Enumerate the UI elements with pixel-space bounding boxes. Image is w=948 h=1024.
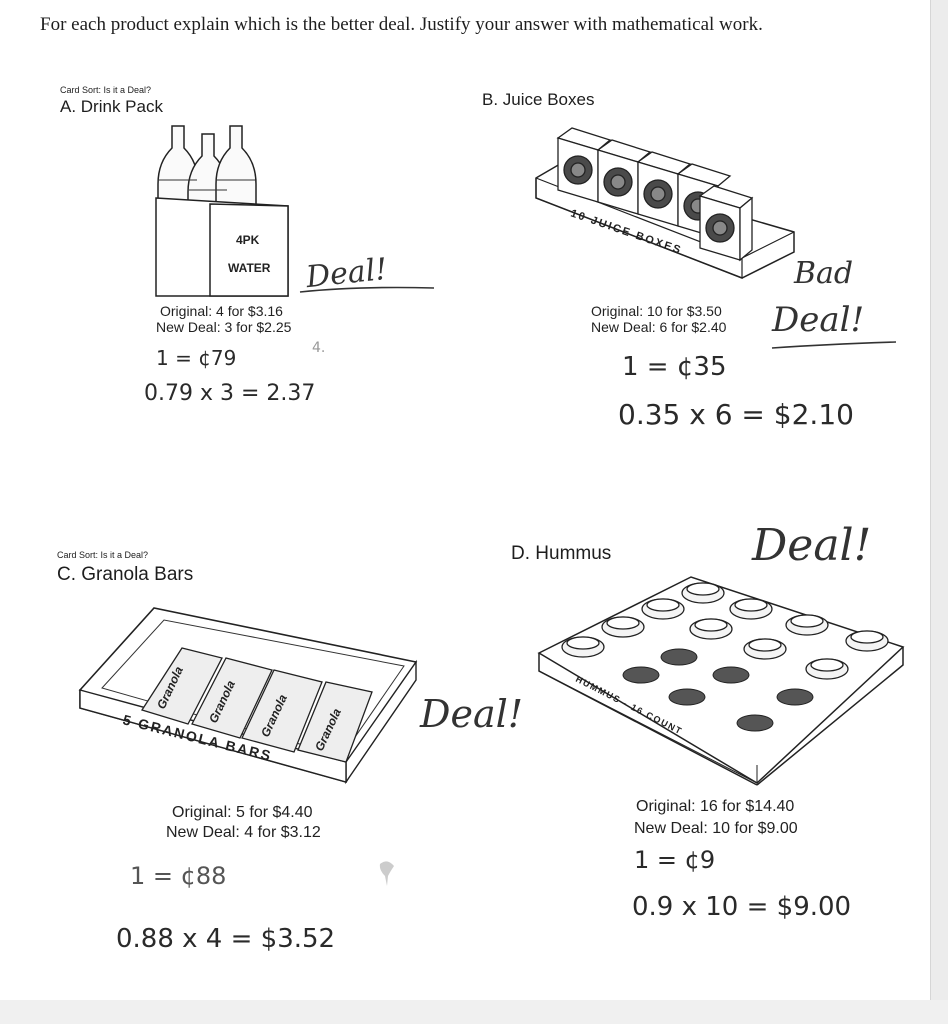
card-b-note-line2: Deal! xyxy=(772,300,865,340)
card-a-work-line2: 0.79 x 3 = 2.37 xyxy=(144,381,316,406)
card-b-note-line1: Bad xyxy=(794,256,854,291)
card-d-work-line1: 1 = ¢9 xyxy=(634,846,716,874)
box-label-line1: 4PK xyxy=(236,233,260,247)
page-edge xyxy=(930,0,948,1024)
juice-boxes-illustration: 10 JUICE BOXES xyxy=(535,127,795,279)
card-d-work-line2: 0.9 x 10 = $9.00 xyxy=(632,892,852,922)
card-b-work-line1: 1 = ¢35 xyxy=(622,352,727,382)
card-d-title: D. Hummus xyxy=(511,543,612,564)
card-a-title: A. Drink Pack xyxy=(60,97,163,116)
card-b-work-line2: 0.35 x 6 = $2.10 xyxy=(618,398,854,431)
card-a-note-underline xyxy=(299,286,435,293)
card-c-title: C. Granola Bars xyxy=(57,564,194,585)
page-bottom-edge xyxy=(0,1000,948,1024)
card-a-work-line1: 1 = ¢79 xyxy=(156,346,237,370)
box-label-line2: WATER xyxy=(228,261,271,275)
smudge-mark xyxy=(379,861,394,886)
instructions-text: For each product explain which is the be… xyxy=(40,14,763,35)
card-c-work-line1: 1 = ¢88 xyxy=(130,862,227,890)
card-c-new-deal: New Deal: 4 for $3.12 xyxy=(166,824,321,841)
card-d-new-deal: New Deal: 10 for $9.00 xyxy=(634,820,798,837)
card-c-original: Original: 5 for $4.40 xyxy=(172,804,313,821)
card-b-note-underline xyxy=(771,341,897,349)
card-c-work-line2: 0.88 x 4 = $3.52 xyxy=(116,924,336,954)
card-a-original: Original: 4 for $3.16 xyxy=(160,303,283,319)
card-b-new-deal: New Deal: 6 for $2.40 xyxy=(591,319,727,335)
card-c-deal-note: Deal! xyxy=(420,692,524,736)
card-a-new-deal: New Deal: 3 for $2.25 xyxy=(156,319,292,335)
card-c-sort-label: Card Sort: Is it a Deal? xyxy=(57,550,149,560)
card-d-deal-note: Deal! xyxy=(752,520,872,571)
card-b-original: Original: 10 for $3.50 xyxy=(591,303,722,319)
hummus-illustration: HUMMUS - 16 COUNT xyxy=(537,576,905,786)
granola-bars-illustration: Granola Granola Granola Granola 5 GRANOL… xyxy=(78,607,418,785)
card-b-title: B. Juice Boxes xyxy=(482,90,595,109)
card-d-original: Original: 16 for $14.40 xyxy=(636,798,795,815)
card-a-sort-label: Card Sort: Is it a Deal? xyxy=(60,85,152,95)
drink-pack-illustration: 4PK WATER xyxy=(155,125,289,297)
card-a-stray-mark: 4. xyxy=(312,340,326,356)
